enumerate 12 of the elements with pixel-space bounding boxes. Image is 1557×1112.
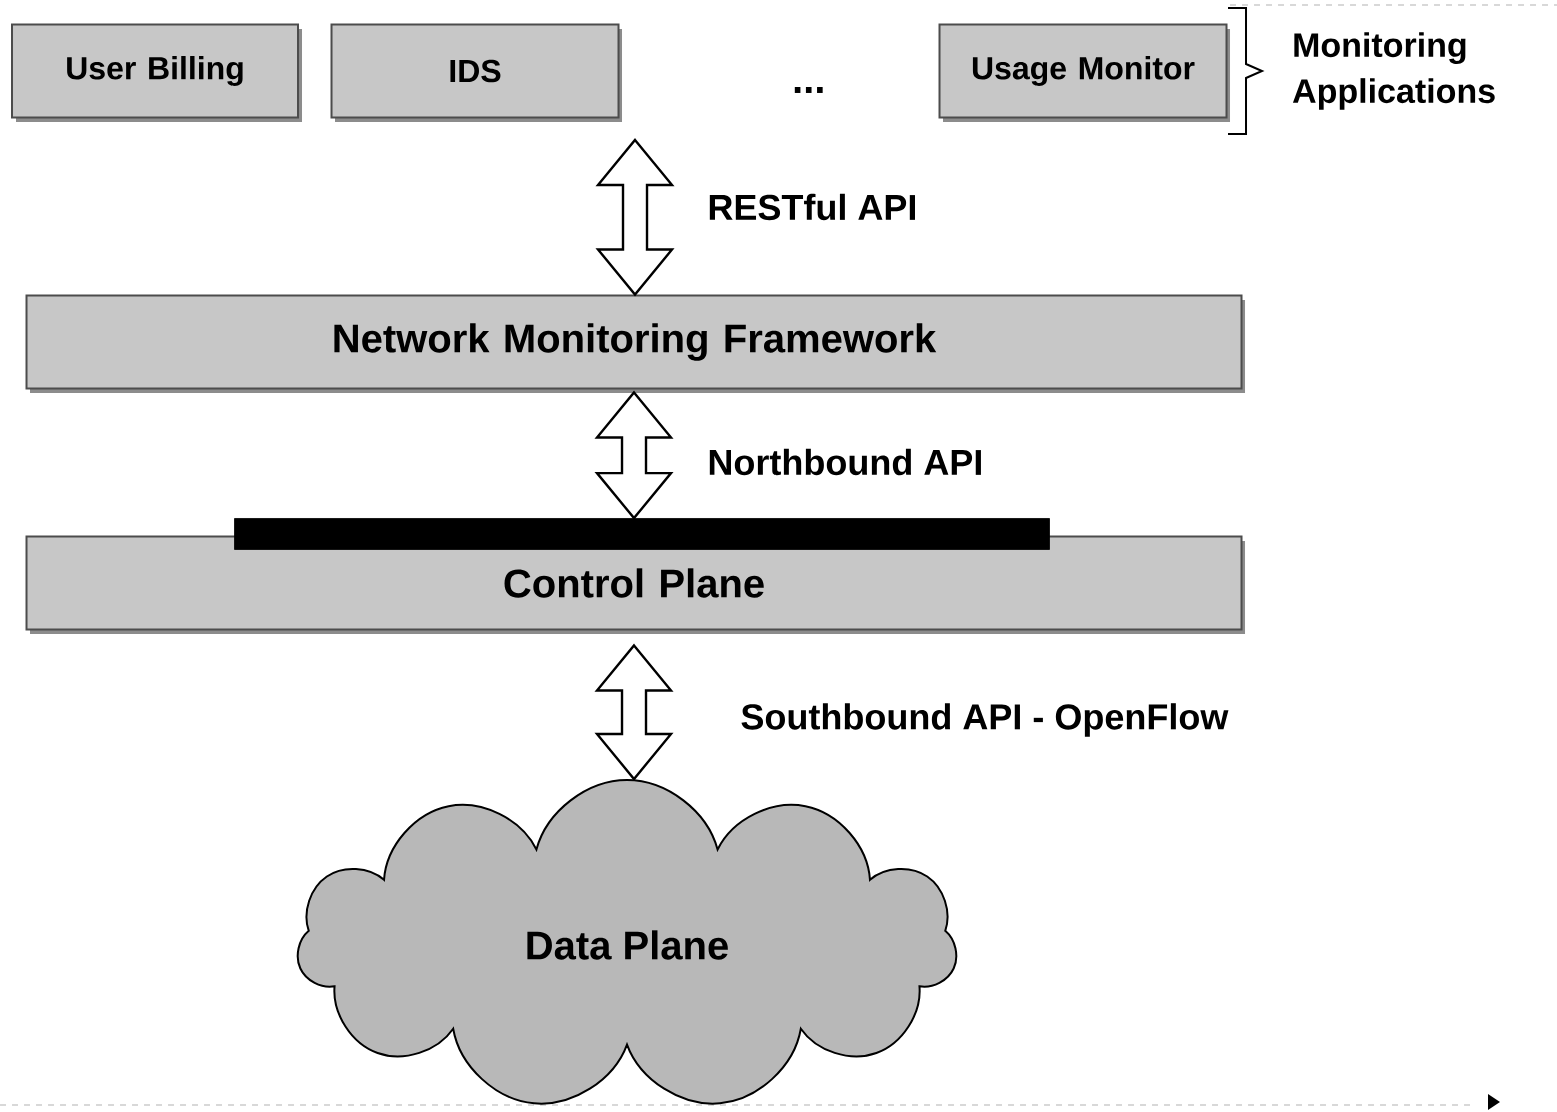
- process-box: Network Monitoring Framework: [25, 294, 1245, 393]
- edge-label: Northbound API: [705, 446, 986, 478]
- bar: [234, 518, 1050, 550]
- edge-label: Southbound API - OpenFlow: [738, 701, 1231, 739]
- edge-label: RESTful API: [705, 191, 920, 223]
- text-label: Monitoring Applications: [1292, 32, 1495, 110]
- double-arrow: [595, 138, 675, 297]
- process-box: IDS: [330, 23, 622, 122]
- text-label: ...: [794, 87, 823, 93]
- process-box: User Billing: [11, 23, 302, 122]
- process-box: Usage Monitor: [938, 23, 1230, 122]
- process-box: Control Plane: [25, 535, 1245, 634]
